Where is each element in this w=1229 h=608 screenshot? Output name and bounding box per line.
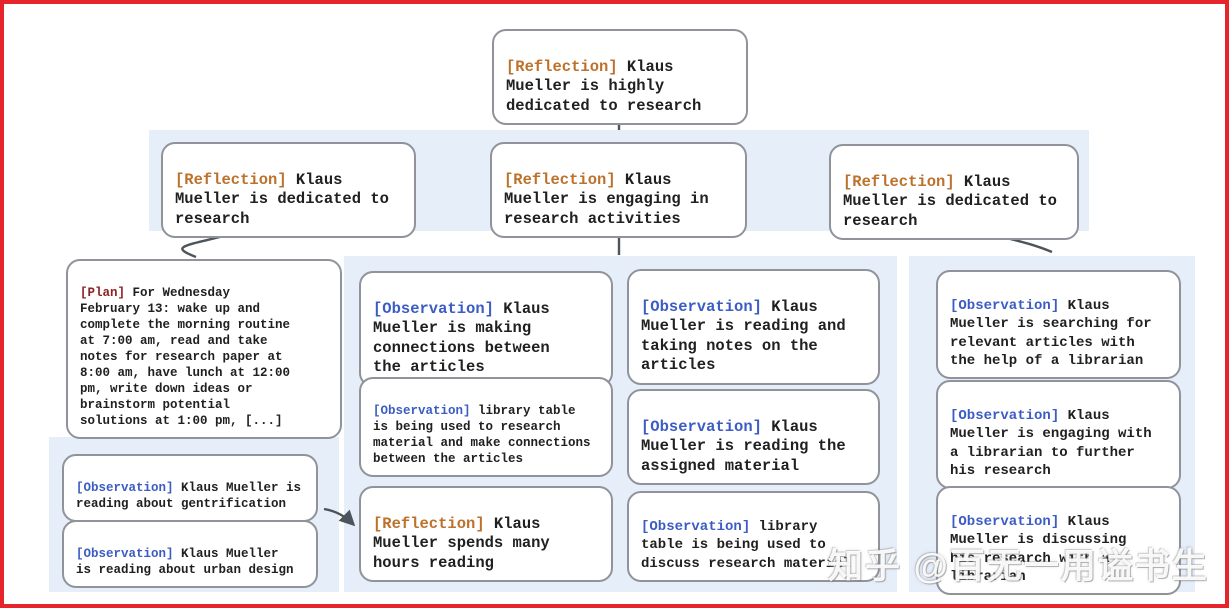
reflection-tag: [Reflection] xyxy=(175,170,287,189)
node-text: Klaus Mueller is making connections betw… xyxy=(373,299,550,377)
node-text: library table is being used to discuss r… xyxy=(641,519,852,572)
node-text: Klaus Mueller is discussing his research… xyxy=(950,514,1127,585)
memory-node-plan: [Plan] For Wednesday February 13: wake u… xyxy=(66,259,342,439)
observation-tag: [Observation] xyxy=(641,297,762,316)
memory-node-obs-engaging-librarian: [Observation] Klaus Mueller is engaging … xyxy=(936,380,1181,489)
memory-node-root-reflection: [Reflection] Klaus Mueller is highly ded… xyxy=(492,29,748,126)
memory-node-reflection-left: [Reflection] Klaus Mueller is dedicated … xyxy=(161,142,416,239)
observation-tag: [Observation] xyxy=(641,519,751,536)
node-text: Klaus Mueller is highly dedicated to res… xyxy=(506,57,702,115)
observation-tag: [Observation] xyxy=(950,514,1060,531)
reflection-tag: [Reflection] xyxy=(506,57,618,76)
reflection-tag: [Reflection] xyxy=(373,514,485,533)
node-text: Klaus Mueller spends many hours reading xyxy=(373,514,550,572)
memory-node-obs-assigned-material: [Observation] Klaus Mueller is reading t… xyxy=(627,389,880,486)
memory-node-reflection-hours: [Reflection] Klaus Mueller spends many h… xyxy=(359,486,613,583)
memory-node-obs-searching: [Observation] Klaus Mueller is searching… xyxy=(936,270,1181,379)
observation-tag: [Observation] xyxy=(373,299,494,318)
node-text: Klaus Mueller is reading and taking note… xyxy=(641,297,846,375)
observation-tag: [Observation] xyxy=(373,404,471,418)
node-text: Klaus Mueller is dedicated to research xyxy=(843,172,1057,230)
memory-node-obs-urban-design: [Observation] Klaus Mueller is reading a… xyxy=(62,520,318,588)
observation-tag: [Observation] xyxy=(76,547,174,561)
node-text: Klaus Mueller is reading about gentrific… xyxy=(76,481,302,511)
node-text: Klaus Mueller is reading about urban des… xyxy=(76,547,294,577)
node-text: Klaus Mueller is searching for relevant … xyxy=(950,298,1152,369)
memory-node-obs-taking-notes: [Observation] Klaus Mueller is reading a… xyxy=(627,269,880,385)
memory-node-obs-library-discuss: [Observation] library table is being use… xyxy=(627,491,880,582)
node-text: Klaus Mueller is dedicated to research xyxy=(175,170,389,228)
node-text: library table is being used to research … xyxy=(373,404,591,466)
node-text: Klaus Mueller is engaging in research ac… xyxy=(504,170,709,228)
node-text: Klaus Mueller is engaging with a librari… xyxy=(950,408,1152,479)
observation-tag: [Observation] xyxy=(950,408,1060,425)
memory-node-obs-library-research: [Observation] library table is being use… xyxy=(359,377,613,477)
memory-node-obs-discussing: [Observation] Klaus Mueller is discussin… xyxy=(936,486,1181,595)
reflection-tag: [Reflection] xyxy=(504,170,616,189)
node-text: Klaus Mueller is reading the assigned ma… xyxy=(641,417,846,475)
plan-tag: [Plan] xyxy=(80,286,126,300)
reflection-tag: [Reflection] xyxy=(843,172,955,191)
observation-tag: [Observation] xyxy=(76,481,174,495)
memory-node-reflection-mid: [Reflection] Klaus Mueller is engaging i… xyxy=(490,142,747,239)
observation-tag: [Observation] xyxy=(950,298,1060,315)
node-text: For Wednesday February 13: wake up and c… xyxy=(80,286,291,428)
zhihu-watermark: 知乎 @百无一用谥书生 xyxy=(828,547,1209,586)
memory-node-obs-gentrification: [Observation] Klaus Mueller is reading a… xyxy=(62,454,318,522)
memory-node-reflection-right: [Reflection] Klaus Mueller is dedicated … xyxy=(829,144,1079,241)
observation-tag: [Observation] xyxy=(641,417,762,436)
memory-node-obs-connections: [Observation] Klaus Mueller is making co… xyxy=(359,271,613,387)
